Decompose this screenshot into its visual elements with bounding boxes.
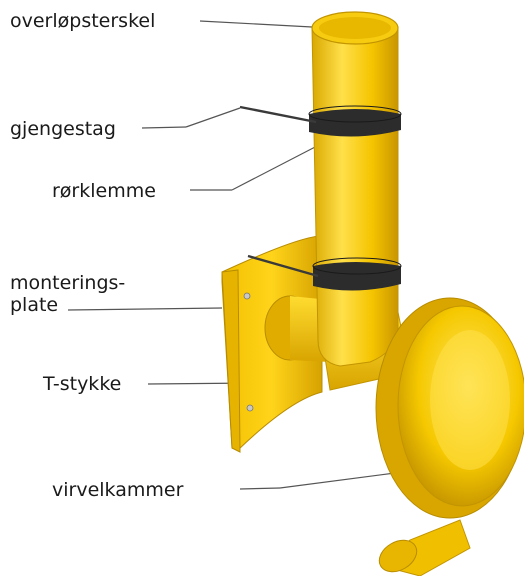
label-pipe-clamp: rørklemme: [52, 180, 156, 202]
label-mounting-plate: monterings- plate: [10, 272, 125, 316]
label-overflow-threshold: overløpsterskel: [10, 10, 155, 32]
label-t-piece: T-stykke: [43, 373, 121, 395]
label-vortex-chamber: virvelkammer: [52, 479, 183, 501]
mounting-bolt-top: [244, 293, 250, 299]
leader-rod: [142, 127, 186, 128]
threaded-rod-upper: [240, 107, 316, 122]
label-mounting-plate-line2: plate: [10, 294, 125, 316]
riser-pipe: [312, 12, 398, 366]
label-mounting-plate-line1: monterings-: [10, 272, 125, 294]
label-threaded-rod: gjengestag: [10, 118, 116, 140]
leader-overflow: [200, 21, 312, 27]
vortex-chamber: [374, 298, 524, 576]
leader-rod-2: [186, 108, 240, 127]
leader-vortex-2: [280, 473, 395, 488]
leader-vortex: [240, 488, 280, 489]
mounting-bolt-bottom: [247, 405, 253, 411]
